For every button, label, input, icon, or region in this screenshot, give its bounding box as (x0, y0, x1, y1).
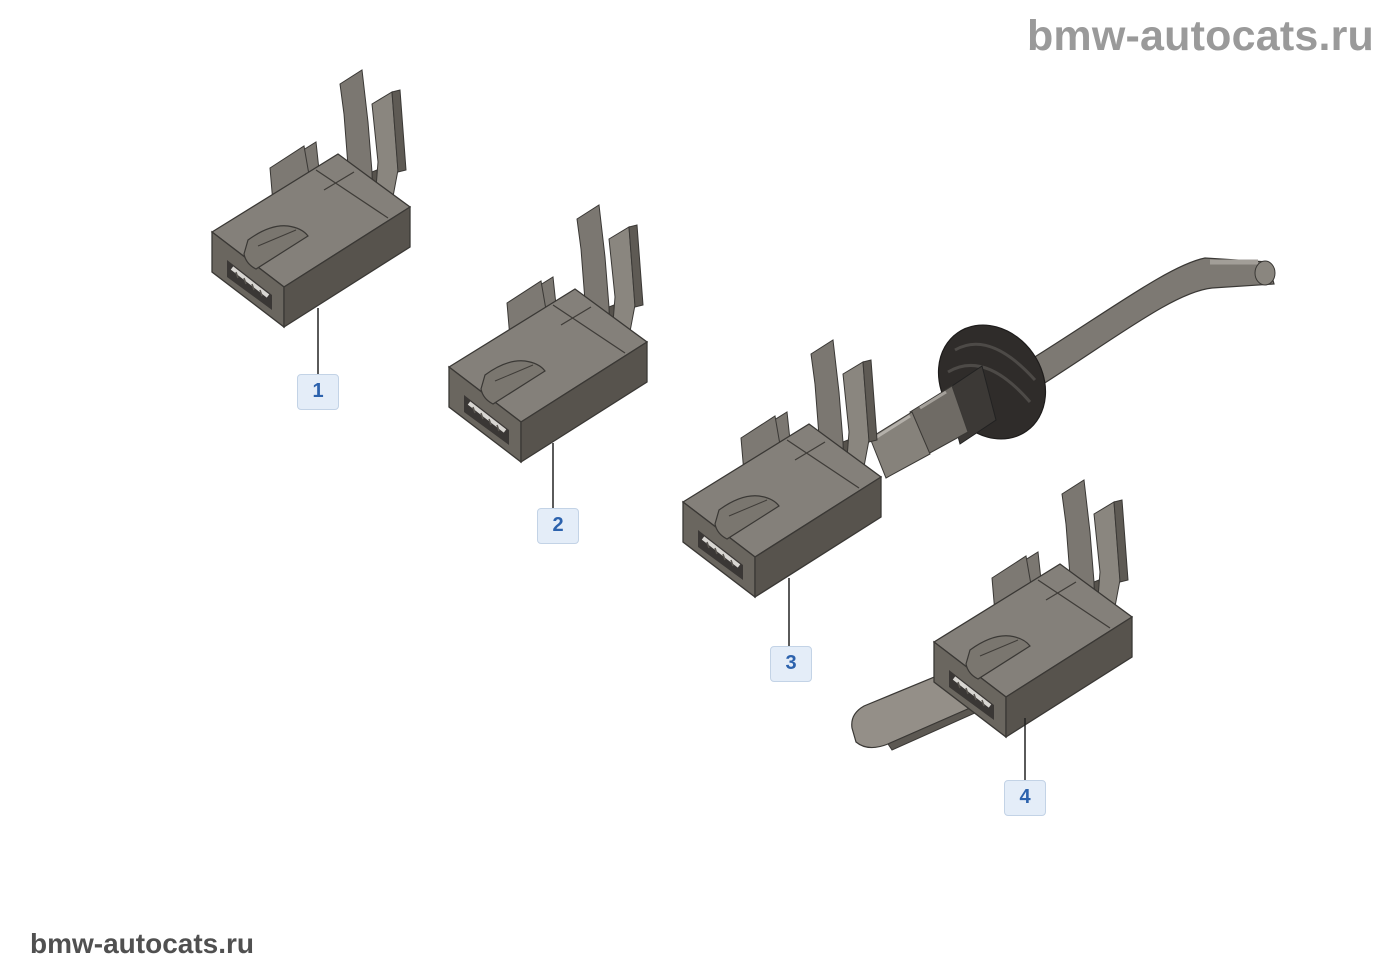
callout-4[interactable]: 4 (1004, 780, 1046, 816)
terminal-part-4 (932, 478, 1134, 739)
callout-1[interactable]: 1 (297, 374, 339, 410)
callout-3[interactable]: 3 (770, 646, 812, 682)
terminal-part-2 (447, 203, 649, 464)
watermark-bottom: bmw-autocats.ru (30, 928, 255, 959)
terminal-part-1 (210, 68, 412, 329)
callout-2[interactable]: 2 (537, 508, 579, 544)
terminal-part-3 (681, 338, 883, 599)
terminal-part-3-cable (869, 257, 1276, 479)
watermark-top: bmw-autocats.ru (1026, 12, 1374, 60)
